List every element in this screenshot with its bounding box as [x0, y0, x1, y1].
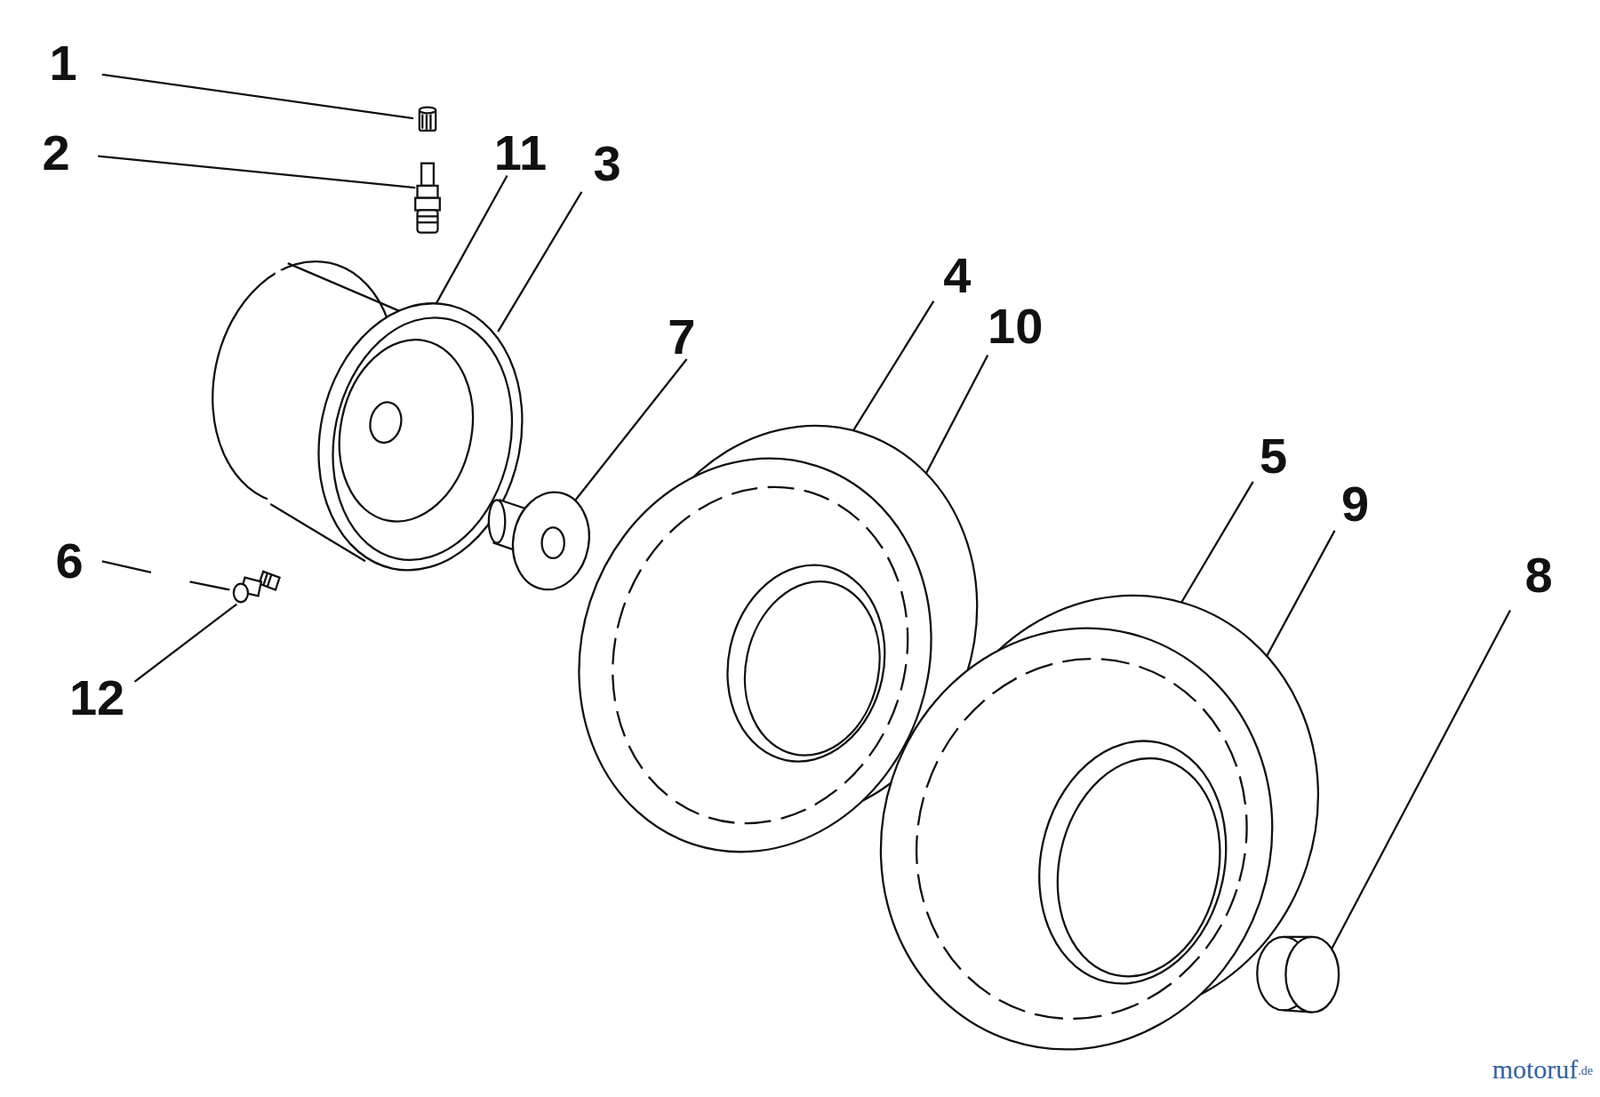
- callout-number: 3: [592, 138, 621, 189]
- callout-number: 8: [1525, 550, 1553, 600]
- callout-number: 2: [42, 128, 71, 178]
- callout-number: 1: [49, 38, 78, 88]
- callout-number: 4: [943, 250, 971, 301]
- watermark: motoruf: [1492, 1056, 1579, 1083]
- callout-number: 12: [69, 672, 125, 723]
- callout-number: 6: [55, 536, 83, 586]
- watermark: .de: [1577, 1064, 1593, 1078]
- callout-number: 5: [1259, 431, 1288, 481]
- callout-number: 7: [667, 312, 696, 362]
- callout-number: 11: [494, 128, 547, 178]
- callout-number: 10: [987, 301, 1043, 352]
- callout-number: 9: [1341, 479, 1369, 529]
